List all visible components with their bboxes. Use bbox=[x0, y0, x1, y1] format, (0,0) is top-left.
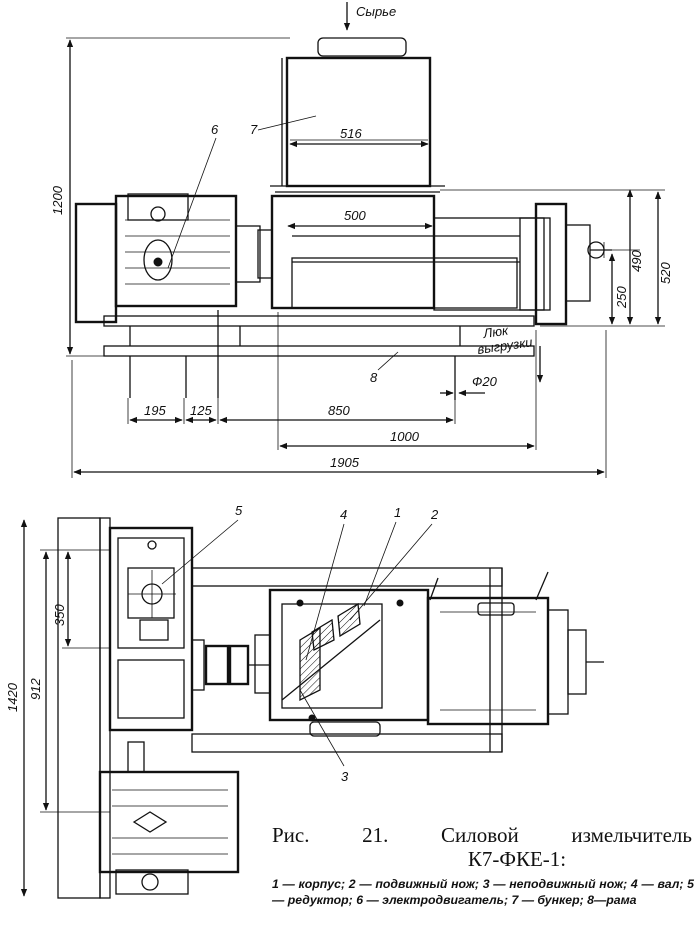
dim-850: 850 bbox=[328, 403, 350, 418]
dim-250: 250 bbox=[614, 286, 629, 309]
callout-7: 7 bbox=[250, 122, 258, 137]
hopper bbox=[270, 37, 445, 193]
dim-520: 520 bbox=[658, 262, 673, 284]
housing bbox=[270, 194, 612, 326]
dim-912: 912 bbox=[28, 678, 43, 700]
caption-title-c: К7-ФКЕ-1: bbox=[467, 847, 567, 871]
dim-516: 516 bbox=[340, 126, 362, 141]
dim-500: 500 bbox=[344, 208, 366, 223]
dim-1905: 1905 bbox=[330, 455, 360, 470]
electric-motor bbox=[74, 193, 273, 324]
dim-1000: 1000 bbox=[390, 429, 420, 444]
dim-1420: 1420 bbox=[5, 682, 20, 712]
dim-195: 195 bbox=[144, 403, 166, 418]
hatch-label-line1: Люк bbox=[481, 323, 510, 342]
callout-2: 2 bbox=[430, 507, 439, 522]
caption-title-b: измельчитель bbox=[571, 823, 692, 847]
dim-350: 350 bbox=[52, 604, 67, 626]
figure-caption: Рис. 21. Силовой измельчитель К7-ФКЕ-1: bbox=[272, 823, 692, 871]
drum bbox=[426, 571, 604, 726]
plan-view: 1420 912 350 5 4 1 2 3 bbox=[5, 503, 604, 899]
cutter-housing bbox=[268, 588, 430, 737]
callout-5: 5 bbox=[235, 503, 243, 518]
moving-knife-a bbox=[311, 618, 335, 651]
plan-motor bbox=[98, 741, 240, 895]
dimensions-plan: 1420 912 350 bbox=[5, 519, 110, 897]
frame bbox=[103, 310, 535, 400]
reducer bbox=[108, 526, 194, 732]
dim-phi20: Ф20 bbox=[472, 374, 498, 389]
input-label: Сырье bbox=[356, 4, 396, 19]
callout-3: 3 bbox=[341, 769, 349, 784]
dim-490: 490 bbox=[629, 250, 644, 272]
callout-6: 6 bbox=[211, 122, 219, 137]
figure-number: 21. bbox=[362, 823, 389, 847]
side-elevation-view: Сырье bbox=[50, 2, 673, 478]
dim-125: 125 bbox=[190, 403, 212, 418]
shaft-coupling bbox=[191, 634, 271, 694]
callout-4: 4 bbox=[340, 507, 347, 522]
caption-title-a: Силовой bbox=[440, 823, 519, 847]
moving-knife-b bbox=[337, 602, 361, 638]
callout-1: 1 bbox=[394, 505, 401, 520]
dimensions-top: 1200 516 500 490 520 250 bbox=[50, 37, 673, 478]
figure-legend: 1 — корпус; 2 — подвижный нож; 3 — непод… bbox=[272, 877, 694, 907]
figure-label: Рис. bbox=[272, 823, 310, 847]
callout-8: 8 bbox=[370, 370, 378, 385]
dim-1200: 1200 bbox=[50, 185, 65, 215]
